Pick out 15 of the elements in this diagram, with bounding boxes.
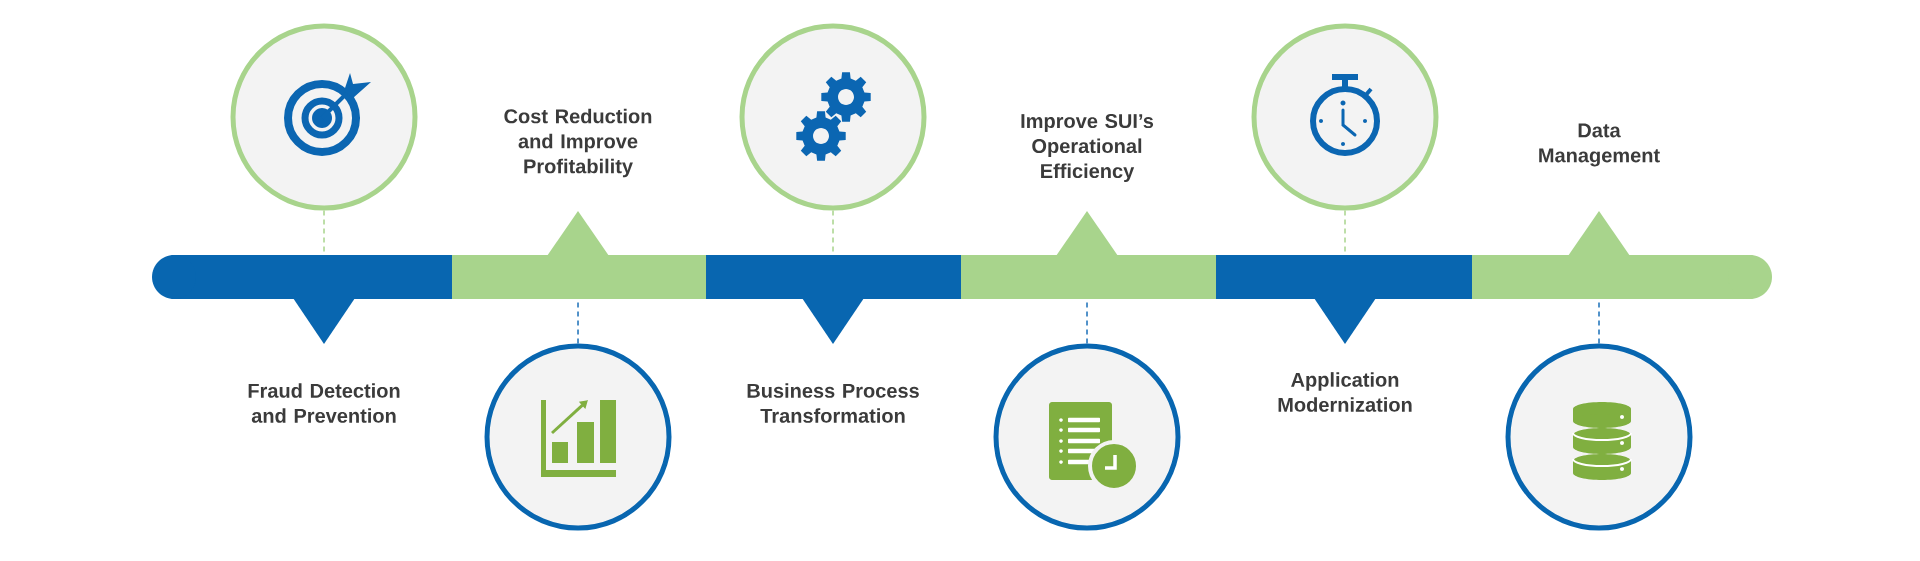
- timeline-segment: [961, 211, 1216, 299]
- milestone-label: Application Modernization: [1278, 372, 1412, 412]
- icon-circle: [1251, 23, 1439, 211]
- milestone-label: Improve SUI’s Operational Efficiency: [1021, 113, 1154, 183]
- timeline-segment: [706, 255, 961, 344]
- milestone-label: Cost Reduction and Improve Profitability: [504, 108, 652, 178]
- timeline-segment: [452, 211, 706, 299]
- timeline-segment: [1216, 255, 1472, 344]
- milestone-label: Business Process Transformation: [747, 383, 919, 423]
- milestone-label: Data Management: [1539, 123, 1660, 167]
- icon-circle: [230, 23, 418, 211]
- timeline-segment: [1472, 211, 1772, 299]
- milestone-label: Fraud Detection and Prevention: [248, 383, 400, 423]
- icon-circle: [739, 23, 927, 211]
- timeline-segment: [152, 255, 452, 344]
